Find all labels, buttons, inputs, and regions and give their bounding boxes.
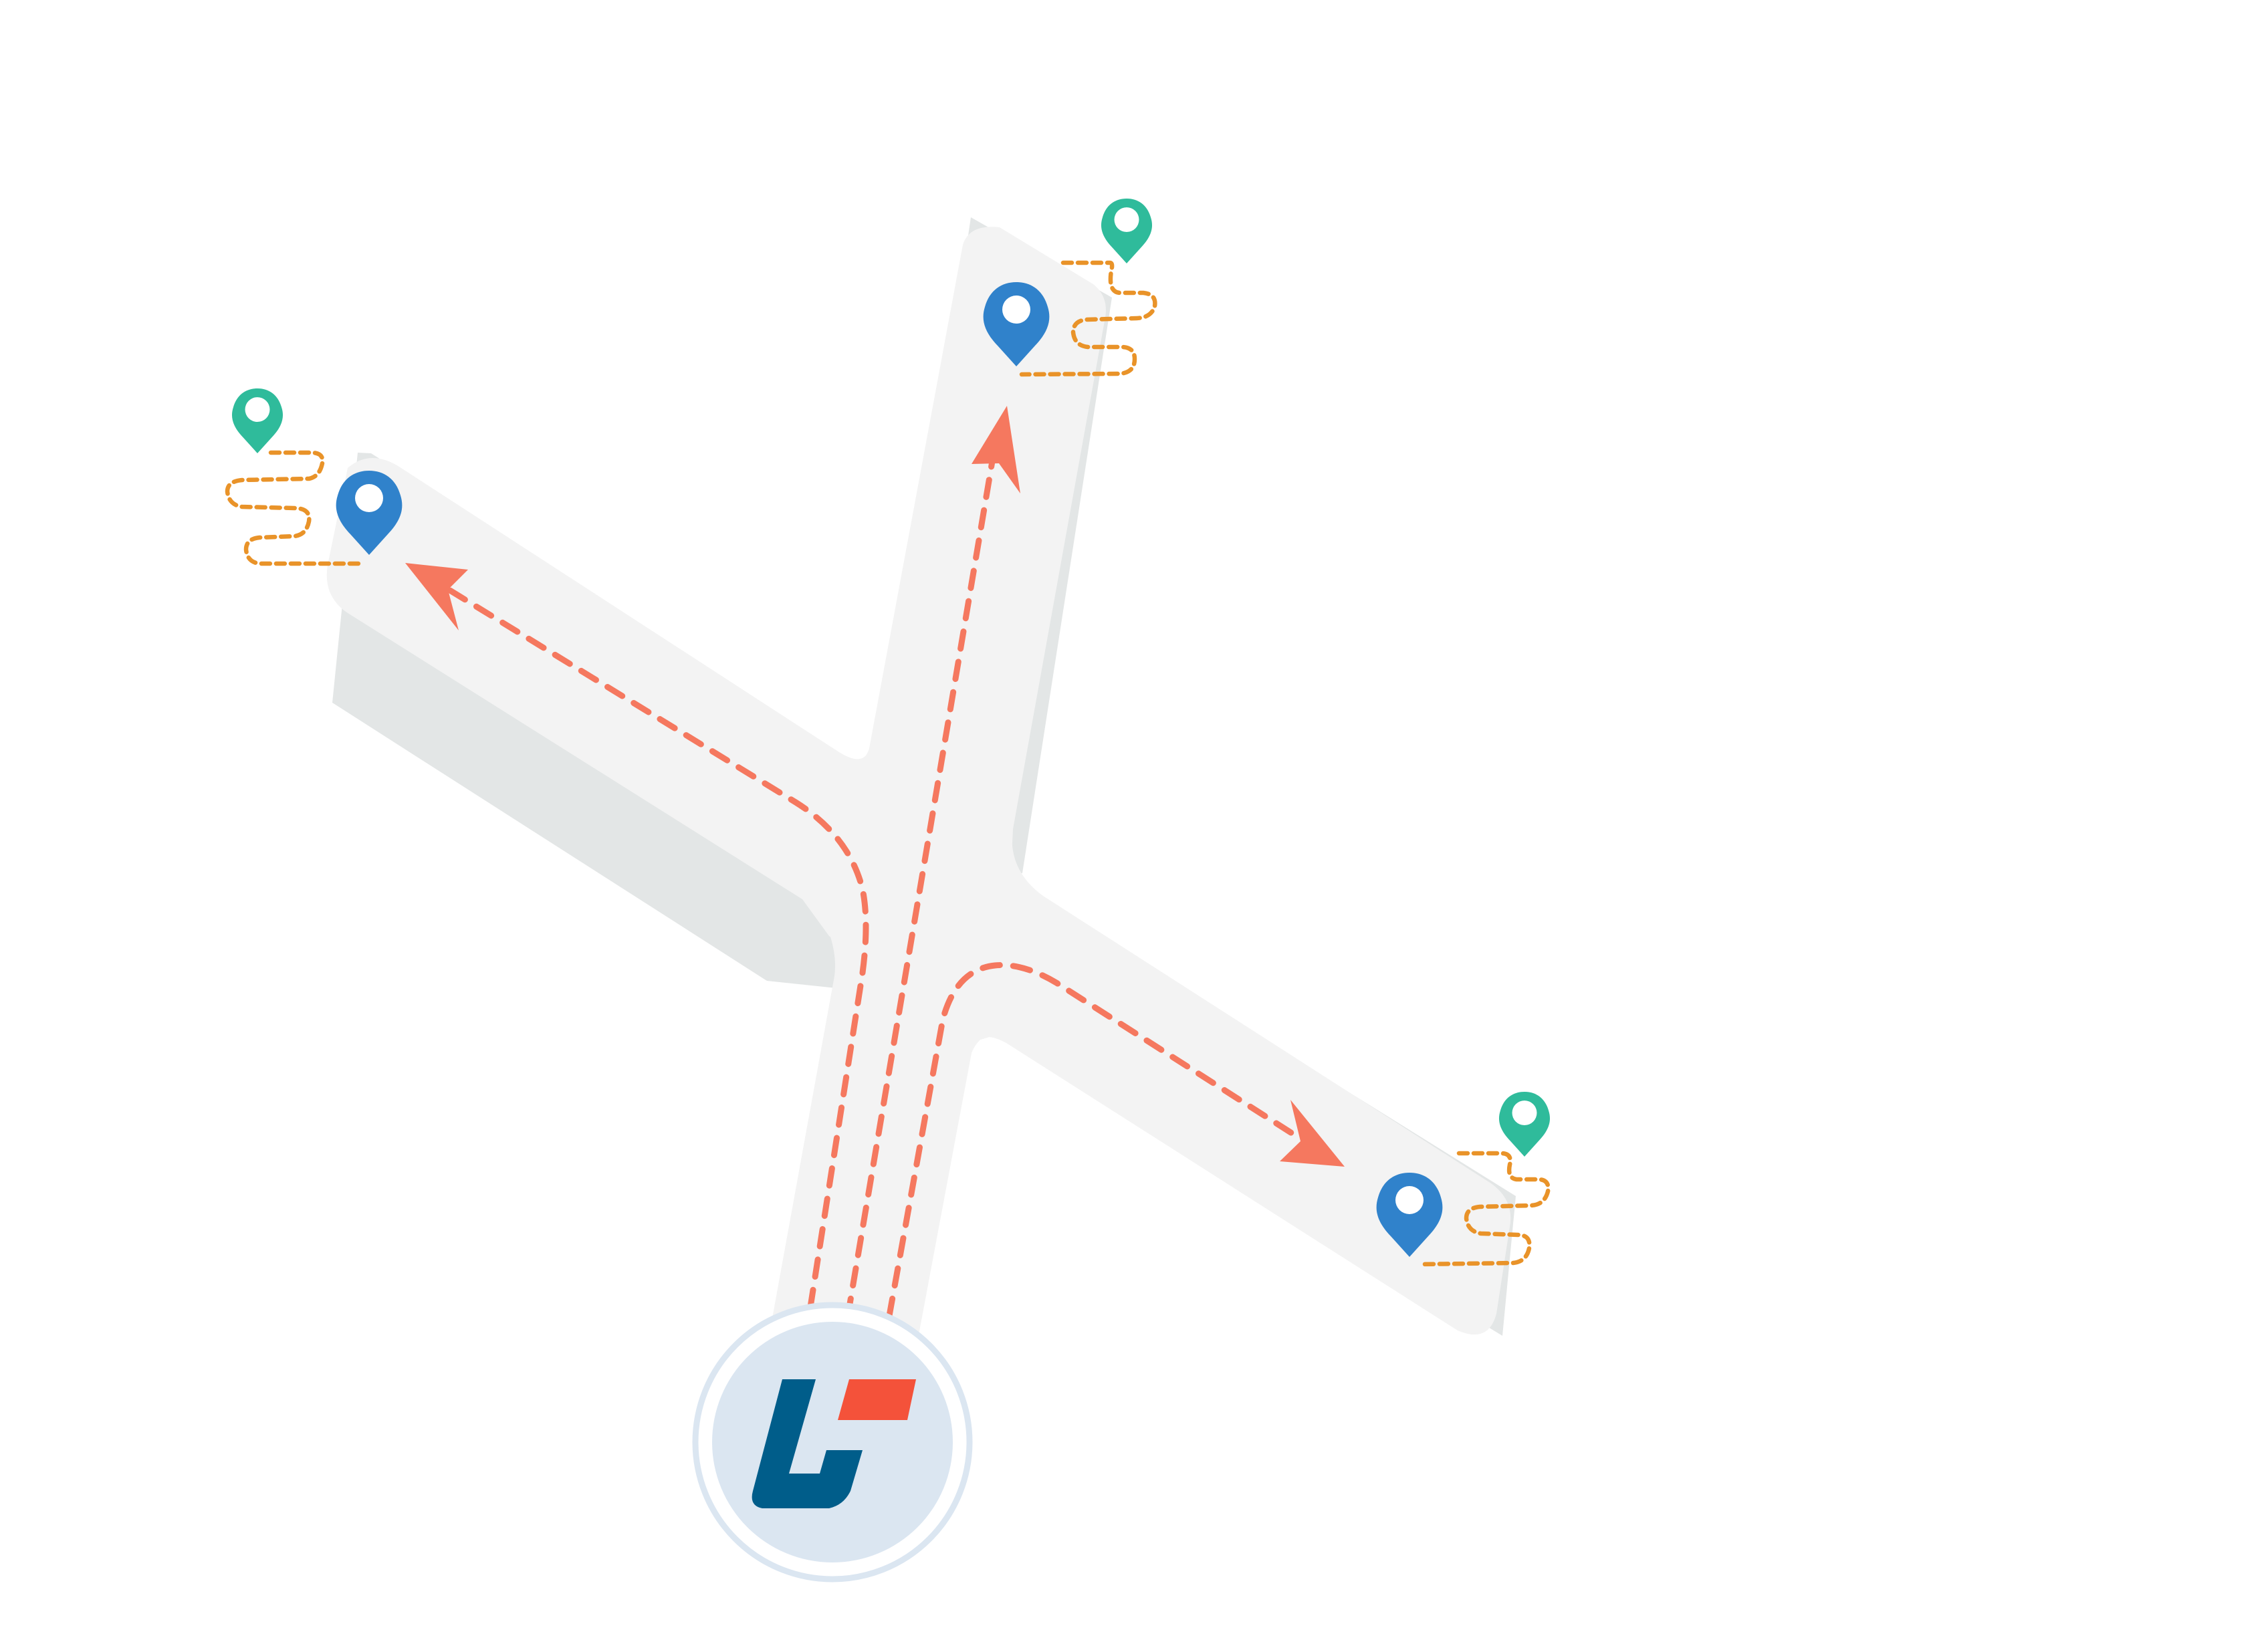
map-pin-icon — [336, 471, 403, 555]
road — [326, 227, 1511, 1427]
waypoint-pins — [231, 198, 1551, 1157]
trail-left — [225, 450, 364, 566]
arrowhead-icon — [972, 406, 1020, 493]
trails — [225, 260, 1551, 1267]
map-pin-icon — [231, 388, 284, 453]
destination-pins — [336, 282, 1443, 1257]
arrowhead-icon — [1280, 1100, 1345, 1167]
route-to-right — [886, 962, 1300, 1319]
arrowhead-icon — [405, 563, 468, 630]
map-pin-icon — [1101, 198, 1153, 263]
routes — [443, 450, 1300, 1319]
map-pin-icon — [1376, 1173, 1443, 1257]
origin-hub — [692, 1302, 973, 1583]
map-pin-icon — [1498, 1091, 1551, 1157]
map-pin-icon — [983, 282, 1050, 366]
trail-right — [1416, 1151, 1551, 1267]
road-branch-left — [326, 458, 893, 936]
route-to-top — [844, 450, 997, 1319]
road-branch-right — [923, 826, 1511, 1335]
road-junction — [802, 702, 1013, 1043]
route-to-left — [443, 585, 869, 1310]
brand-logo-icon — [752, 1379, 916, 1508]
trail-top — [1019, 260, 1157, 377]
arrowheads — [405, 406, 1345, 1167]
hub-disc — [712, 1322, 953, 1562]
